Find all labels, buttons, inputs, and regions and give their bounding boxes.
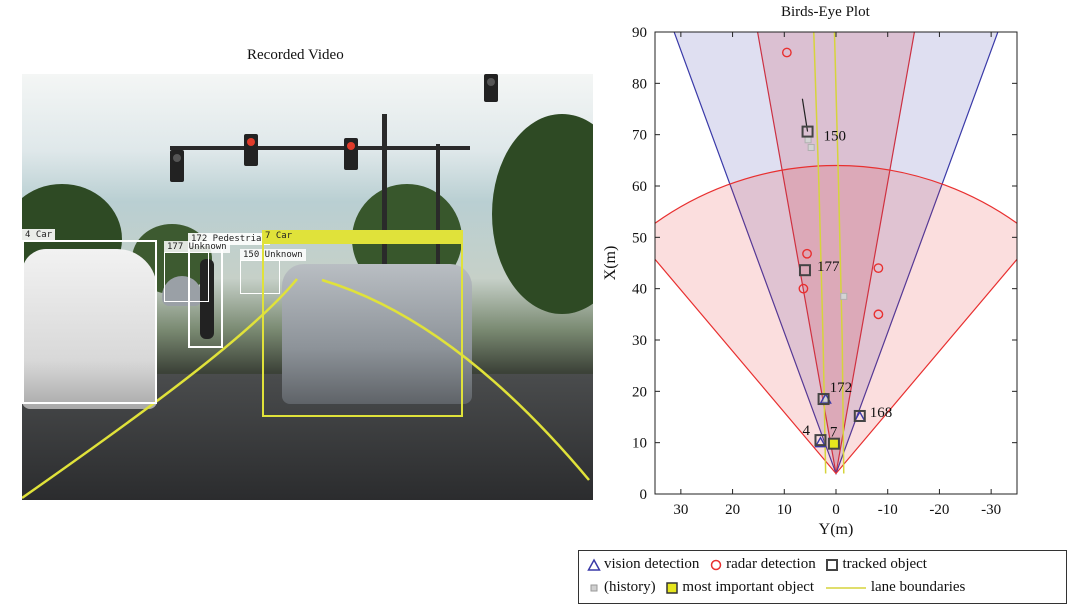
ytick-label-6: 60 xyxy=(632,179,647,195)
xtick-label-6: -30 xyxy=(981,502,1001,518)
coverage-sector-2 xyxy=(655,164,1017,475)
xtick-label-1: 20 xyxy=(725,502,740,518)
small-square-icon xyxy=(590,584,598,592)
history-point-0 xyxy=(804,136,812,144)
filled-square-icon xyxy=(666,581,679,594)
bbox-label-car-4: 4 Car xyxy=(22,229,56,241)
line-icon xyxy=(825,586,866,589)
legend-item-lane: lane boundaries xyxy=(824,579,965,596)
track-label-177: 177 xyxy=(817,259,840,275)
xtick-label-5: -20 xyxy=(929,502,949,518)
ytick-label-3: 30 xyxy=(632,333,647,349)
traffic-light-4 xyxy=(484,74,498,102)
traffic-light-1 xyxy=(170,150,184,182)
bbox-car-4 xyxy=(22,240,157,404)
pedestrian xyxy=(200,259,214,339)
y-axis-label: X(m) xyxy=(602,246,619,281)
radar-detection-4 xyxy=(873,309,884,320)
ytick-label-2: 20 xyxy=(632,384,647,400)
traffic-light-2 xyxy=(244,134,258,166)
legend-item-tracked: tracked object xyxy=(825,556,927,573)
track-marker-172 xyxy=(817,393,830,406)
vision-detection-1 xyxy=(819,392,832,404)
plot-frame xyxy=(654,31,1018,495)
video-overlay xyxy=(22,278,590,500)
traffic-light-3 xyxy=(344,138,358,170)
lane-boundary-0 xyxy=(813,32,827,474)
white-minivan xyxy=(22,249,157,409)
square-icon xyxy=(826,558,839,571)
track-label-4: 4 xyxy=(802,423,810,439)
lane-boundary-1 xyxy=(833,32,845,474)
track-marker-7 xyxy=(827,437,840,450)
bbox-label-car-7: 7 Car xyxy=(262,230,463,242)
xtick-label-4: -10 xyxy=(878,502,898,518)
track-heading-150 xyxy=(801,98,809,132)
legend-item-history: (history) xyxy=(587,579,656,596)
ytick-label-1: 10 xyxy=(632,436,647,452)
legend-item-important: most important object xyxy=(665,579,814,596)
traffic-signal-pole xyxy=(170,146,470,150)
legend: vision detection radar detection tracked… xyxy=(578,550,1067,604)
bbox-unknown-177 xyxy=(164,252,209,302)
tree-right xyxy=(492,114,593,314)
vision-detection-2 xyxy=(853,410,866,422)
track-marker-168 xyxy=(853,409,866,422)
radar-detection-1 xyxy=(802,248,812,259)
radar-detection-0 xyxy=(781,47,792,58)
history-point-3 xyxy=(822,395,830,403)
street-pole xyxy=(436,144,440,304)
chart-title: Birds-Eye Plot xyxy=(781,4,870,20)
ytick-label-4: 40 xyxy=(632,282,647,298)
legend-item-radar: radar detection xyxy=(709,556,816,573)
xtick-label-2: 10 xyxy=(777,502,792,518)
legend-item-vision: vision detection xyxy=(587,556,699,573)
ytick-label-8: 80 xyxy=(632,76,647,92)
video-lane-right xyxy=(321,278,590,481)
coverage-sector-0 xyxy=(756,32,916,474)
bbox-car-7 xyxy=(262,242,463,417)
ytick-label-5: 50 xyxy=(632,230,647,246)
lead-car xyxy=(282,264,472,404)
video-title: Recorded Video xyxy=(247,47,344,63)
utility-pole xyxy=(382,114,387,304)
x-axis-label: Y(m) xyxy=(819,521,854,538)
triangle-icon xyxy=(587,558,601,571)
track-marker-150 xyxy=(801,125,814,138)
recorded-video-frame: 4 Car 172 Pedestrian 177 Unknown 150 Unk… xyxy=(22,74,593,500)
ytick-label-0: 0 xyxy=(640,487,648,503)
track-label-7: 7 xyxy=(830,425,838,441)
circle-icon xyxy=(710,559,722,570)
radar-detection-3 xyxy=(873,263,884,274)
xtick-label-3: 0 xyxy=(832,502,840,518)
track-label-168: 168 xyxy=(870,405,893,421)
history-point-1 xyxy=(807,144,815,151)
vision-detection-0 xyxy=(814,436,827,448)
track-marker-4 xyxy=(814,434,827,447)
ytick-label-9: 90 xyxy=(632,25,647,41)
track-label-172: 172 xyxy=(830,380,853,396)
ytick-label-7: 70 xyxy=(632,128,647,144)
bbox-label-unknown-177: 177 Unknown xyxy=(164,241,230,253)
track-marker-177 xyxy=(798,264,811,277)
video-lane-left xyxy=(22,278,298,500)
history-point-2 xyxy=(840,292,848,300)
radar-detection-2 xyxy=(798,283,809,294)
xtick-label-0: 30 xyxy=(673,502,688,518)
track-label-150: 150 xyxy=(824,129,847,145)
bbox-label-unknown-150: 150 Unknown xyxy=(240,249,306,261)
